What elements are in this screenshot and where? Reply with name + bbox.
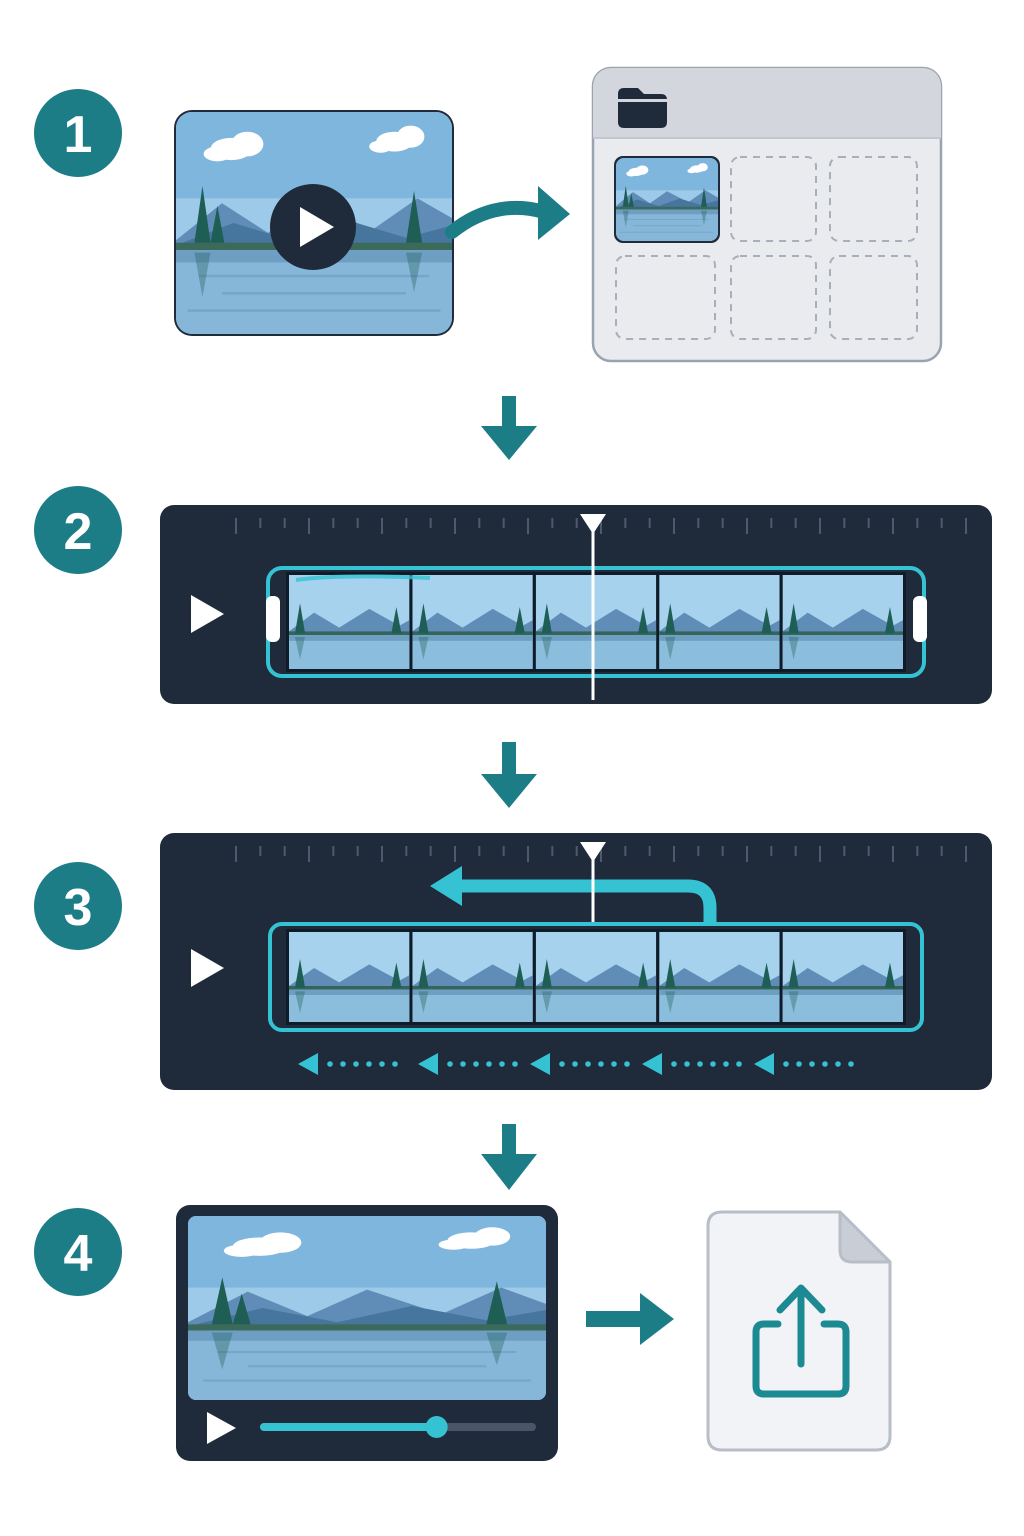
video-preview-player: [176, 1205, 558, 1461]
play-icon[interactable]: [207, 1412, 236, 1444]
timeline-ruler[interactable]: [235, 846, 967, 862]
progress-knob[interactable]: [425, 1416, 448, 1438]
reverse-direction-arrow: [418, 1053, 518, 1075]
reverse-arrow-icon: [430, 866, 717, 933]
source-video-thumbnail[interactable]: [174, 110, 454, 336]
step-2-badge: 2: [34, 486, 122, 574]
media-library-window: [591, 66, 943, 363]
export-file[interactable]: [706, 1210, 892, 1452]
step-1: 1: [34, 66, 943, 363]
filmstrip-frame: [535, 932, 657, 1022]
step-1-badge: 1: [34, 89, 122, 177]
play-icon[interactable]: [191, 949, 224, 987]
play-icon[interactable]: [270, 184, 356, 270]
filmstrip-frame: [412, 575, 533, 669]
reverse-direction-arrow: [754, 1053, 854, 1075]
step-3-badge: 3: [34, 862, 122, 950]
reverse-direction-arrow: [642, 1053, 742, 1075]
arrow-down-icon: [481, 396, 537, 460]
step-4: 4: [34, 1205, 892, 1461]
folder-icon[interactable]: [618, 88, 667, 128]
step-1-number: 1: [64, 106, 93, 164]
playback-progress-bar[interactable]: [260, 1416, 536, 1438]
arrow-right-icon: [445, 186, 570, 240]
filmstrip-frame: [659, 575, 780, 669]
trim-handle-left[interactable]: [266, 596, 280, 642]
trim-handle-right[interactable]: [913, 596, 927, 642]
filmstrip-frame: [782, 932, 903, 1022]
empty-slot: [829, 156, 918, 242]
step-3: 3: [34, 833, 992, 1090]
video-preview-frame[interactable]: [188, 1216, 546, 1400]
filmstrip-frame: [289, 932, 410, 1022]
step-4-number: 4: [64, 1225, 93, 1283]
empty-slot: [829, 255, 918, 340]
timeline-panel-reversed: [160, 833, 992, 1090]
timeline-clip[interactable]: [266, 566, 927, 678]
step-3-number: 3: [64, 879, 93, 937]
step-2-number: 2: [64, 503, 93, 561]
playhead-icon[interactable]: [580, 514, 606, 700]
filmstrip-frame: [289, 575, 410, 669]
timeline-ruler[interactable]: [235, 518, 967, 534]
arrow-down-icon: [481, 742, 537, 808]
empty-slot: [615, 255, 716, 340]
reverse-direction-arrow: [530, 1053, 630, 1075]
reverse-direction-arrow: [298, 1053, 398, 1075]
filmstrip-frame: [659, 932, 780, 1022]
step-4-badge: 4: [34, 1208, 122, 1296]
step-2: 2: [34, 486, 992, 704]
empty-slot-group: [615, 156, 918, 340]
filmstrip-frame: [412, 932, 533, 1022]
empty-slot: [730, 255, 817, 340]
reverse-direction-indicator: [298, 1053, 854, 1075]
filmstrip-frame: [782, 575, 903, 669]
filmstrip-frame: [535, 575, 657, 669]
empty-slot: [730, 156, 817, 242]
media-library-imported-clip[interactable]: [614, 156, 720, 243]
progress-fill: [260, 1423, 437, 1431]
play-icon[interactable]: [191, 595, 224, 633]
timeline-panel: [160, 505, 992, 704]
share-upload-icon[interactable]: [752, 1284, 850, 1398]
arrow-right-icon: [586, 1293, 674, 1345]
timeline-clip[interactable]: [268, 922, 924, 1032]
arrow-down-icon: [481, 1124, 537, 1190]
playhead-icon[interactable]: [580, 842, 606, 922]
